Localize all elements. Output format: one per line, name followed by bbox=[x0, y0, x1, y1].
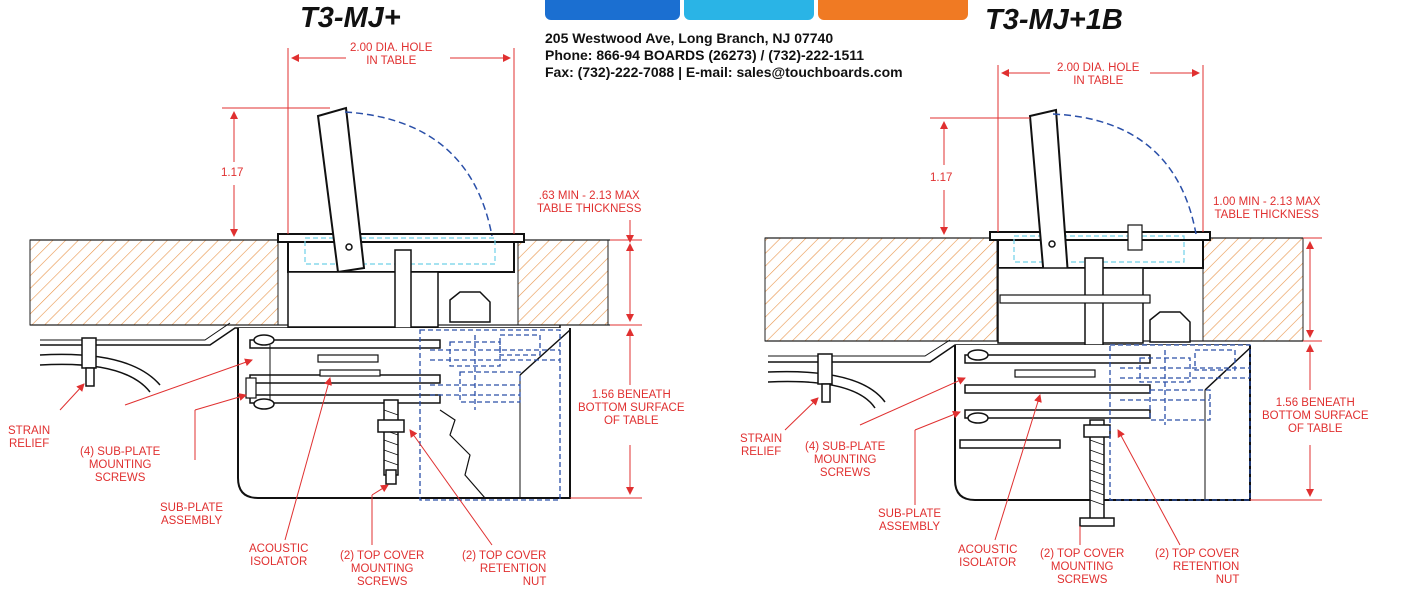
contact-block: 205 Westwood Ave, Long Branch, NJ 07740 … bbox=[545, 30, 903, 81]
right-table-section-b bbox=[1202, 237, 1304, 342]
logo-blue-block bbox=[545, 0, 680, 20]
contact-fax: Fax: (732)-222-7088 | E-mail: sales@touc… bbox=[545, 64, 903, 80]
logo-cyan-block bbox=[684, 0, 814, 20]
contact-address: 205 Westwood Ave, Long Branch, NJ 07740 bbox=[545, 30, 834, 46]
left-drawing bbox=[29, 48, 642, 546]
right-height-label: 1.17 bbox=[930, 172, 953, 184]
right-table-section-a bbox=[764, 237, 998, 342]
title-right: T3-MJ+1B bbox=[985, 4, 1123, 36]
left-height-label: 1.17 bbox=[221, 167, 244, 179]
left-table-section-b bbox=[517, 239, 609, 326]
contact-phone: Phone: 866-94 BOARDS (26273) / (732)-222… bbox=[545, 47, 865, 63]
right-drawing bbox=[764, 65, 1322, 546]
title-left: T3-MJ+ bbox=[300, 2, 401, 34]
left-table-section-a bbox=[29, 239, 279, 326]
logo-orange-block bbox=[818, 0, 968, 20]
left-lever bbox=[316, 106, 366, 274]
